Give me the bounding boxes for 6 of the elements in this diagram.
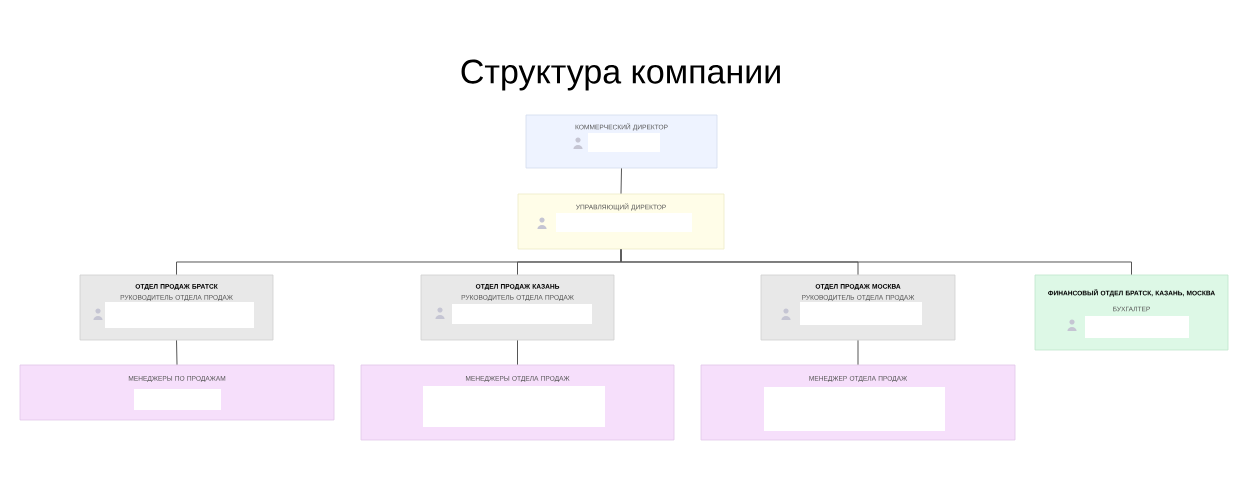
title: Структура компании [461, 59, 780, 91]
connector [620, 167, 622, 195]
connector [176, 339, 178, 366]
connector [620, 248, 1132, 276]
connector [517, 339, 518, 366]
connector [857, 339, 859, 366]
